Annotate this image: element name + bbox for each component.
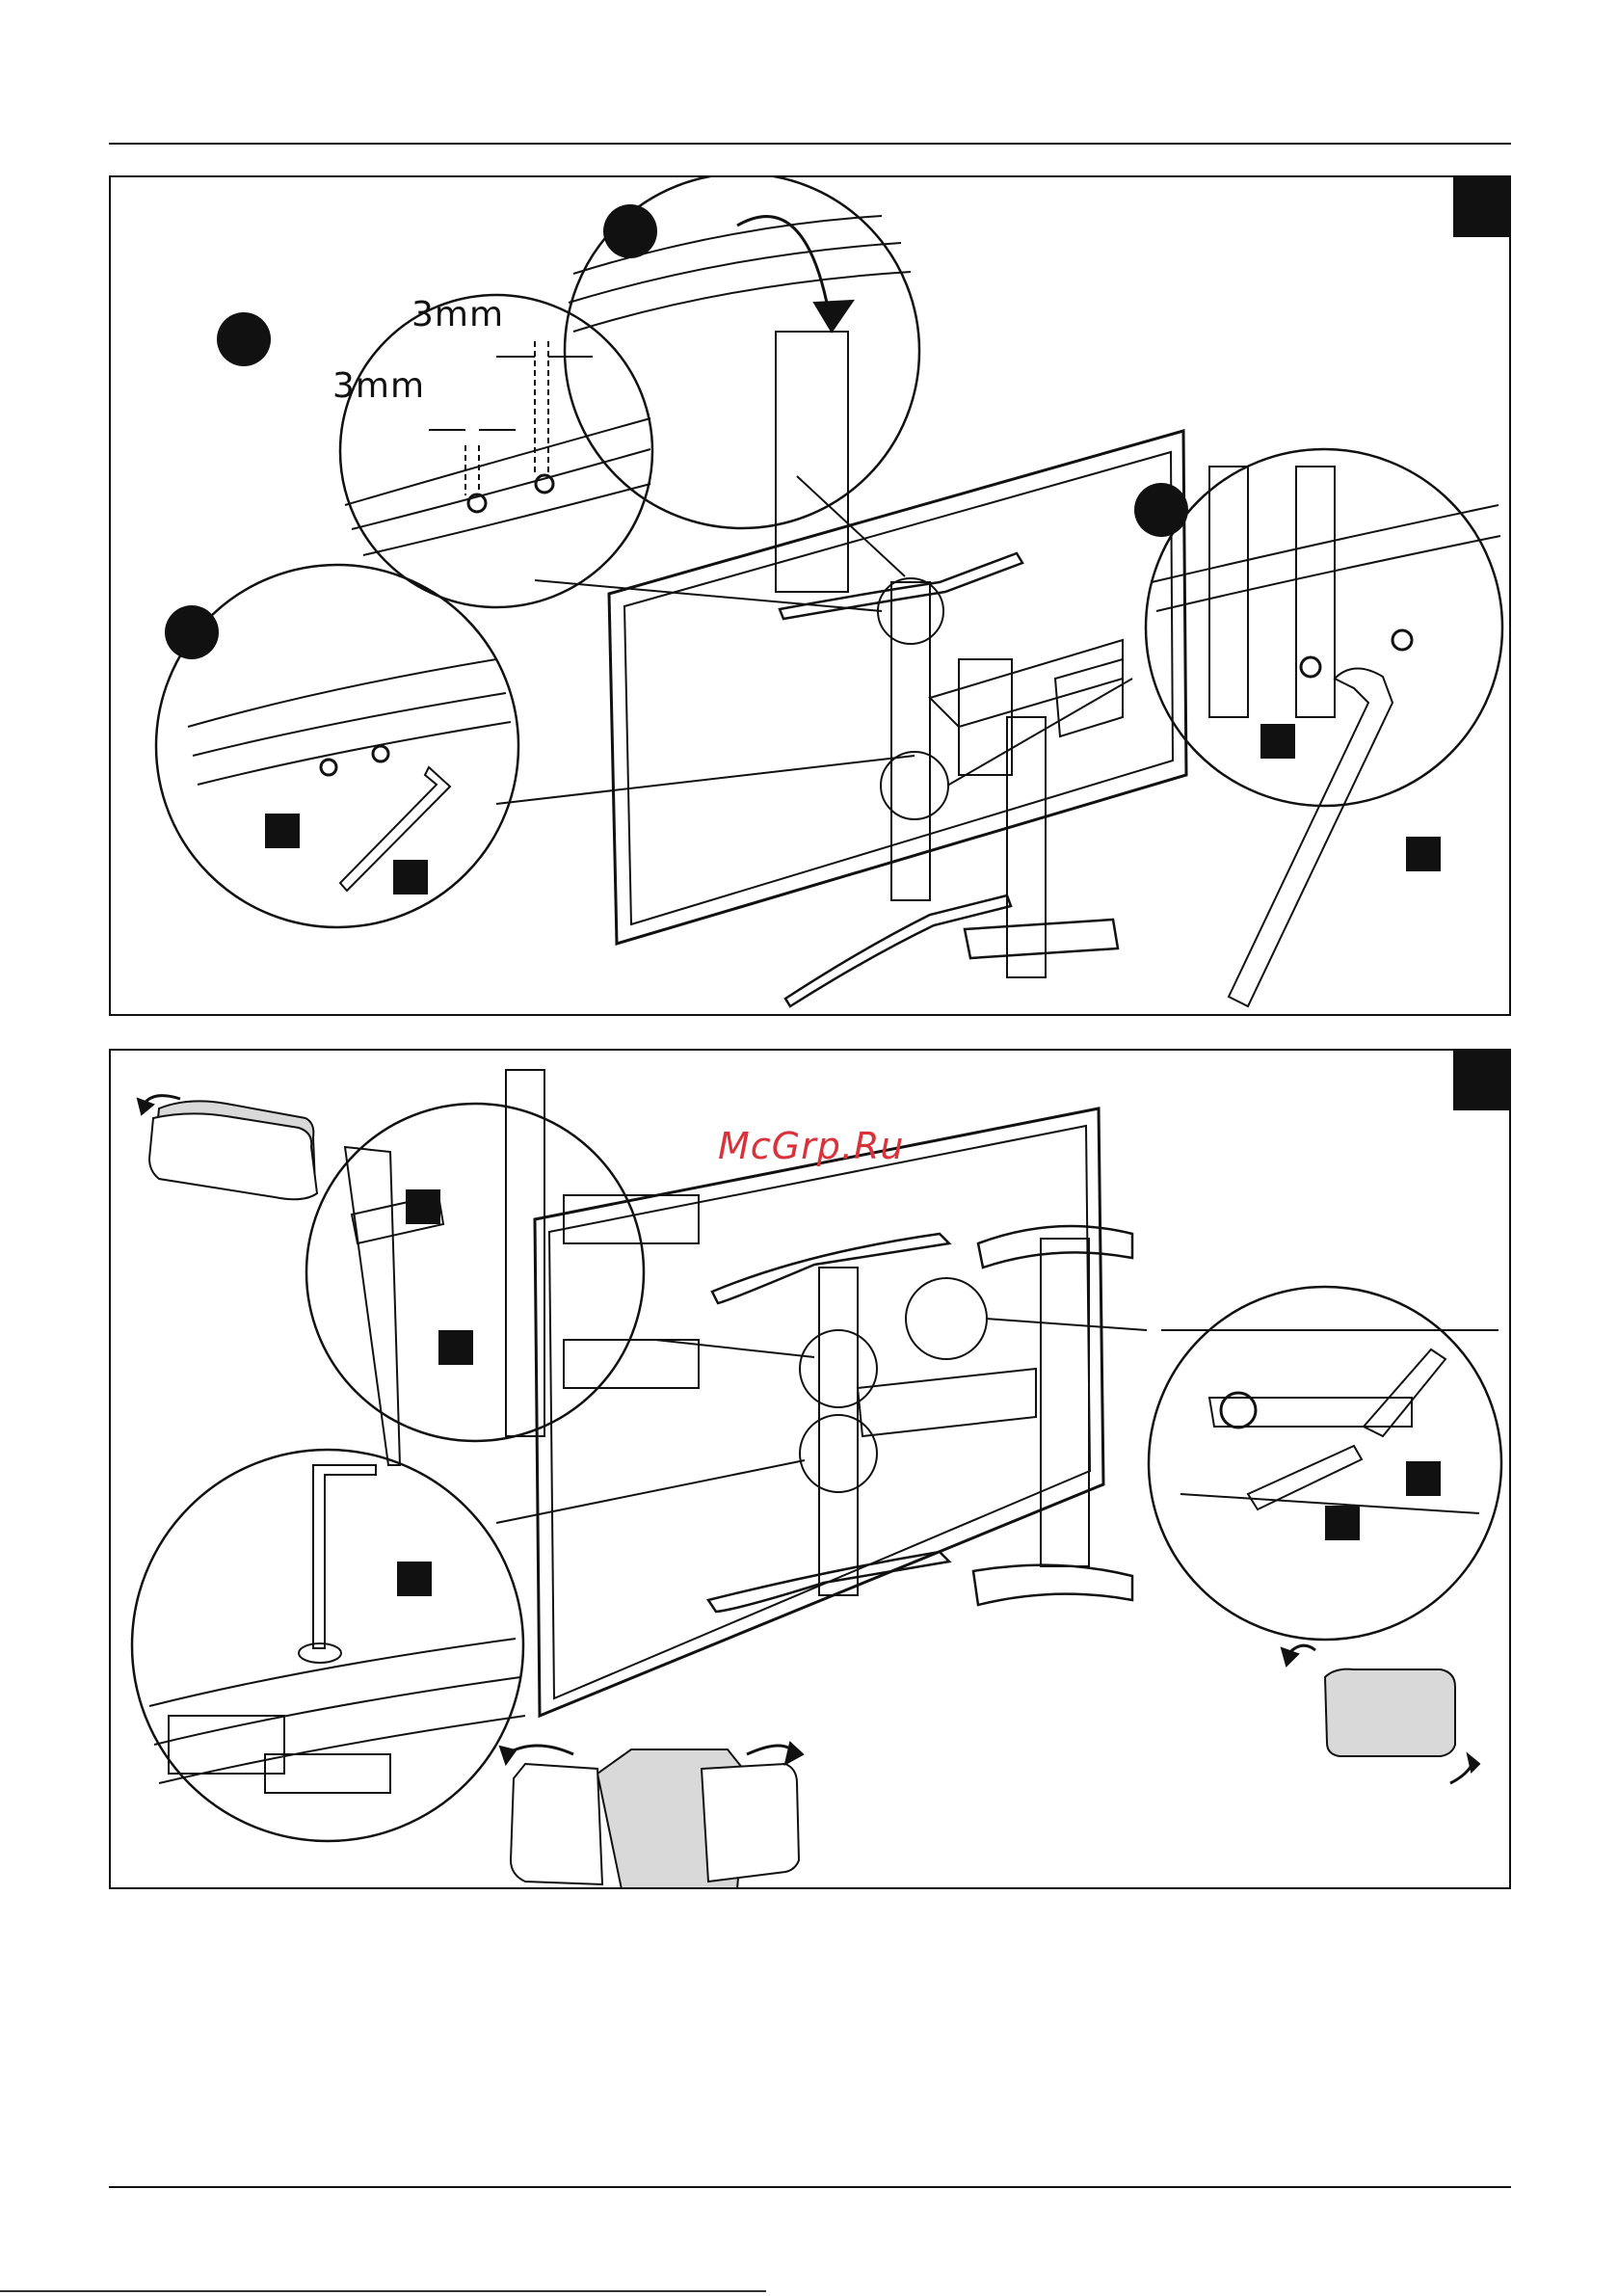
tv-outline bbox=[609, 431, 1186, 944]
watermark-text: McGrp.Ru bbox=[718, 1125, 904, 1167]
zoom-detail-hex-key-upper bbox=[306, 1070, 699, 1465]
part-callout-squares bbox=[265, 724, 1441, 894]
wall-bracket-assembly bbox=[780, 553, 1123, 1006]
part-callout-squares bbox=[397, 1189, 1441, 1596]
tilt-pad-icon-left bbox=[138, 1096, 317, 1200]
wall-bracket-assembly bbox=[708, 1226, 1132, 1612]
step-panel-mount-bracket: 3mm 3mm bbox=[109, 175, 1511, 1016]
leader-lines bbox=[496, 1319, 1147, 1523]
step-panel-tilt-adjust bbox=[109, 1049, 1511, 1889]
top-rule bbox=[109, 143, 1511, 145]
assembly-illustration-b bbox=[111, 1051, 1509, 1887]
tilt-pad-icon-right bbox=[1282, 1645, 1479, 1783]
zoom-detail-spacing bbox=[340, 295, 652, 607]
zoom-detail-hex-key-lower bbox=[132, 1450, 525, 1841]
bottom-rule bbox=[109, 2186, 1511, 2188]
leader-lines bbox=[496, 476, 1132, 804]
page-edge-line bbox=[0, 2290, 766, 2292]
dimension-label-upper: 3mm bbox=[411, 295, 504, 334]
assembly-illustration-a bbox=[111, 177, 1509, 1014]
zoom-detail-screw-tighten-b bbox=[1146, 449, 1502, 1006]
tilt-pad-icon-center bbox=[500, 1743, 803, 1887]
zoom-detail-hex-key-right bbox=[1149, 1287, 1501, 1640]
dimension-label-lower: 3mm bbox=[332, 366, 425, 406]
